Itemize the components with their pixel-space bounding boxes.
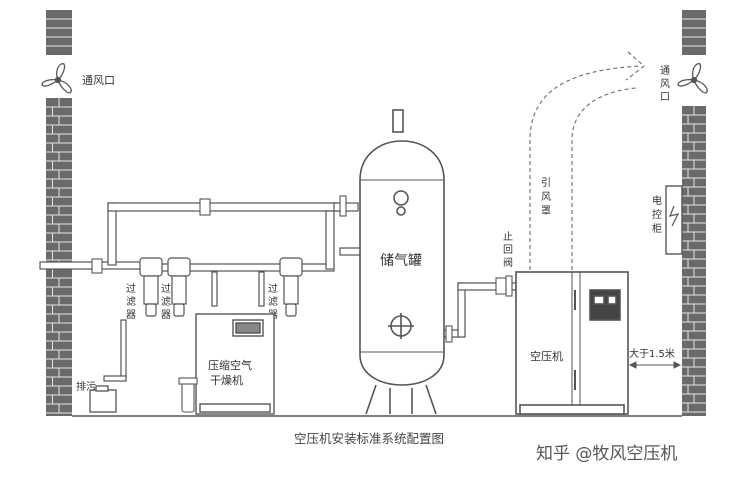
- left-fan-icon: [41, 63, 72, 94]
- filter-1-label-char: 器: [126, 309, 136, 321]
- filter-1-label-char: 滤: [126, 295, 136, 308]
- duct-label-char: 引: [541, 177, 551, 189]
- dryer-label-line1: 压缩空气: [208, 358, 252, 372]
- right-vent-label-char: 口: [660, 92, 670, 103]
- duct-label-char: 风: [541, 191, 551, 203]
- drain-box: [89, 385, 117, 413]
- panel-label-char: 电: [652, 194, 662, 207]
- pipe-valves: [91, 195, 513, 343]
- right-fan-icon: [677, 63, 708, 94]
- tank-label: 储气罐: [380, 253, 422, 269]
- check-valve-label-char: 阀: [503, 256, 513, 269]
- control-panel: [665, 185, 683, 255]
- duct-label: 引 风 罩: [541, 177, 551, 217]
- drain-label: 排污: [76, 380, 96, 393]
- filter-2-label-char: 器: [161, 309, 171, 321]
- distance-label: 大于1.5米: [629, 347, 675, 360]
- check-valve-label-char: 止: [503, 231, 513, 243]
- filter-2-label-char: 过: [161, 282, 171, 295]
- filter-1-label-char: 过: [126, 282, 136, 295]
- intake-duct: [529, 51, 645, 270]
- left-vent-label: 通风口: [82, 74, 115, 87]
- duct-label-char: 罩: [541, 205, 551, 217]
- air-compressor: [515, 271, 629, 415]
- left-wall: [46, 10, 72, 416]
- right-wall: [682, 10, 706, 416]
- check-valve-label-char: 回: [503, 244, 513, 256]
- right-vent-label: 通 风 口: [660, 65, 670, 103]
- filter-3: [279, 257, 303, 317]
- panel-label: 电 控 柜: [652, 194, 662, 235]
- filter-3-label-char: 过: [268, 282, 278, 295]
- pipe-network: [39, 202, 519, 382]
- dryer-label-line2: 干燥机: [210, 373, 243, 387]
- filter-1: [139, 257, 163, 317]
- right-vent-label-char: 风: [660, 78, 670, 90]
- storage-tank: [359, 109, 445, 415]
- compressor-label: 空压机: [530, 349, 563, 363]
- air-dryer: [195, 313, 275, 415]
- watermark: 知乎 @牧风空压机: [536, 444, 677, 464]
- filter-2: [167, 257, 191, 317]
- right-vent-label-char: 通: [660, 65, 670, 77]
- panel-label-char: 控: [652, 208, 662, 221]
- check-valve-label: 止 回 阀: [503, 231, 513, 269]
- diagram-caption: 空压机安装标准系统配置图: [294, 431, 444, 446]
- filter-3-label-char: 滤: [268, 295, 278, 308]
- panel-label-char: 柜: [652, 222, 662, 235]
- filter-2-label-char: 滤: [161, 295, 171, 308]
- distance-arrow: [628, 361, 682, 369]
- dryer-drain-gauge: [178, 377, 198, 413]
